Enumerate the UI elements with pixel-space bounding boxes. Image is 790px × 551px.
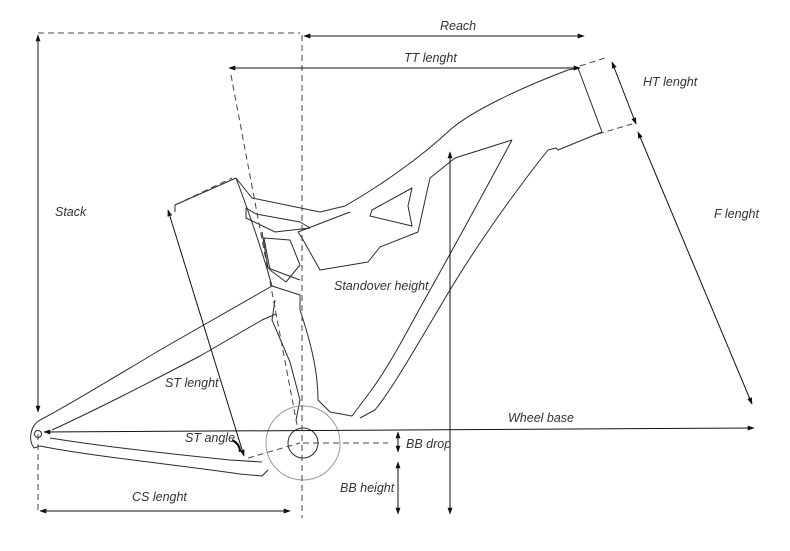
bb-cluster <box>299 309 371 417</box>
labels: Reach TT lenght HT lenght Stack F lenght… <box>55 19 759 504</box>
head-tube <box>547 67 603 151</box>
top-tube-upper <box>235 69 569 213</box>
bb-height-label: BB height <box>340 481 395 495</box>
dimension-arrows <box>35 33 755 515</box>
chainstay-upper <box>39 285 273 421</box>
st-angle-arc <box>231 439 242 453</box>
reference-lines <box>37 32 633 518</box>
ht-length-arrow <box>611 61 637 125</box>
st-bottom-ref <box>247 442 301 459</box>
link-cutout <box>263 237 301 283</box>
reach-label: Reach <box>440 19 476 33</box>
st-length-label: ST lenght <box>165 376 219 390</box>
standover-height-label: Standover height <box>334 279 429 293</box>
st-top-ref <box>174 177 233 206</box>
bb-shell-outer <box>265 405 341 481</box>
st-length-arrow <box>167 209 245 457</box>
wheel-base-label: Wheel base <box>508 411 574 425</box>
seatstay-outer <box>235 177 301 310</box>
stay-bottom-inner <box>49 437 263 463</box>
seat-tube-inner <box>271 299 301 421</box>
cs-length-label: CS lenght <box>132 490 187 504</box>
shock-cutout <box>369 187 413 227</box>
top-tube-lower <box>297 139 513 271</box>
wheel-base-arrow <box>43 425 755 435</box>
link-cutout-upper <box>245 207 311 233</box>
down-tube-inner <box>369 139 513 393</box>
tt-length-label: TT lenght <box>404 51 457 65</box>
ht-length-label: HT lenght <box>643 75 698 89</box>
ht-top-ref <box>579 57 606 67</box>
f-length-label: F lenght <box>714 207 759 221</box>
seat-tube-right <box>261 231 301 281</box>
frame-outline <box>30 67 603 477</box>
bb-drop-label: BB drop <box>406 437 451 451</box>
stack-label: Stack <box>55 205 87 219</box>
rear-dropout <box>30 419 41 449</box>
chainstay-lower <box>51 313 277 431</box>
seatstay-upper <box>174 177 237 212</box>
seat-tube-axis <box>230 74 299 431</box>
f-length-arrow <box>637 131 753 405</box>
ht-bottom-ref <box>597 123 633 135</box>
stay-bottom <box>39 445 269 477</box>
st-angle-label: ST angle <box>185 431 235 445</box>
